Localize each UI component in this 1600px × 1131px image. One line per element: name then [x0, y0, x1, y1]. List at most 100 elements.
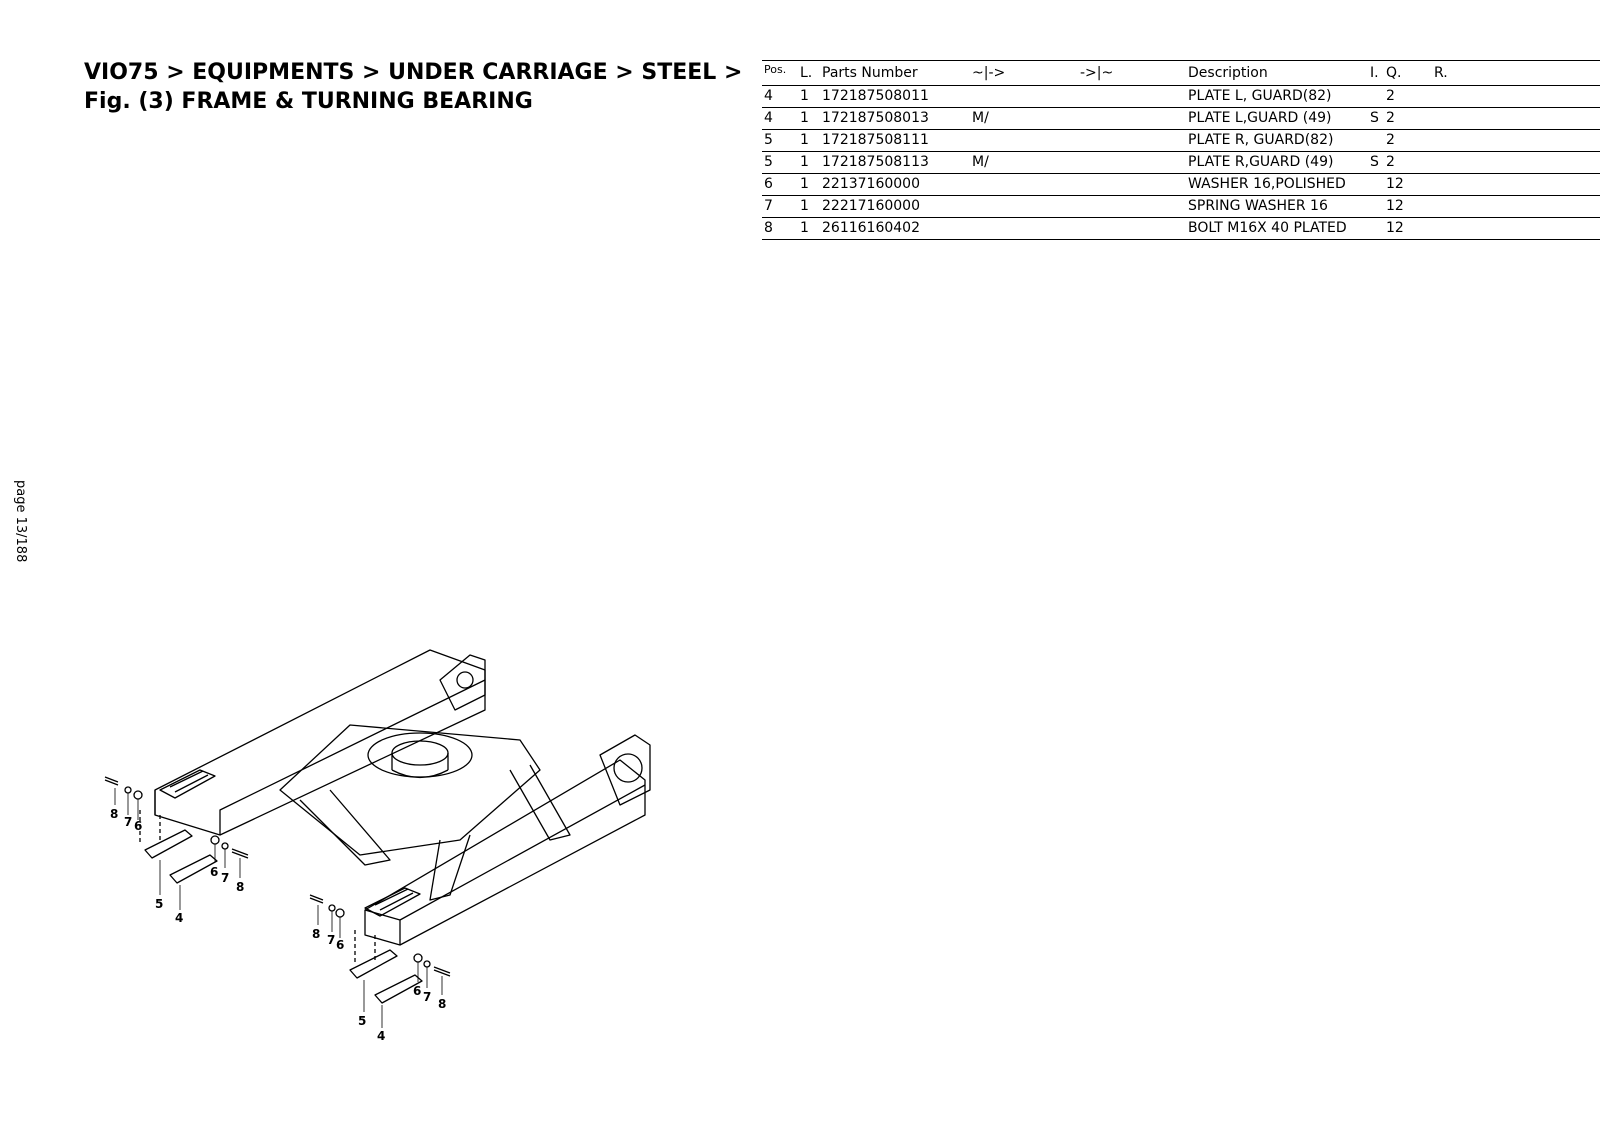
breadcrumb: VIO75 > EQUIPMENTS > UNDER CARRIAGE > ST…	[84, 60, 743, 85]
cell-q: 12	[1384, 173, 1432, 196]
cell-from	[970, 217, 1078, 240]
cell-part-number: 172187508013	[820, 107, 970, 130]
cell-r	[1432, 151, 1600, 174]
col-to: ->|~	[1078, 60, 1186, 86]
cell-pos: 6	[762, 173, 798, 196]
cell-description: BOLT M16X 40 PLATED	[1186, 217, 1368, 240]
callout-6-right-top: 6	[336, 938, 344, 952]
callout-8-right-bottom: 8	[438, 997, 446, 1011]
cell-q: 12	[1384, 217, 1432, 240]
col-pos: Pos.	[762, 60, 798, 86]
callout-8-left-top: 8	[110, 807, 118, 821]
center-body	[279, 724, 541, 856]
cell-description: PLATE R,GUARD (49)	[1186, 151, 1368, 174]
bolt-washer-set-left-top	[104, 776, 143, 800]
guard-plate-5-right	[349, 949, 398, 979]
cell-from	[970, 85, 1078, 108]
cell-description: PLATE L,GUARD (49)	[1186, 107, 1368, 130]
cell-i	[1368, 129, 1384, 152]
col-from: ~|->	[970, 60, 1078, 86]
cell-part-number: 172187508111	[820, 129, 970, 152]
cell-l: 1	[798, 107, 820, 130]
cell-i	[1368, 217, 1384, 240]
cell-description: PLATE R, GUARD(82)	[1186, 129, 1368, 152]
col-part-number: Parts Number	[820, 60, 970, 86]
page-number: page 13/188	[13, 480, 28, 563]
cell-description: WASHER 16,POLISHED	[1186, 173, 1368, 196]
col-q: Q.	[1384, 60, 1432, 86]
cell-description: SPRING WASHER 16	[1186, 195, 1368, 218]
callout-6-right-bottom: 6	[413, 984, 421, 998]
cell-part-number: 22217160000	[820, 195, 970, 218]
cell-i	[1368, 195, 1384, 218]
callout-6-left-bottom: 6	[210, 865, 218, 879]
cell-q: 2	[1384, 107, 1432, 130]
cell-l: 1	[798, 129, 820, 152]
cell-r	[1432, 173, 1600, 196]
cell-to	[1078, 85, 1186, 108]
cell-r	[1432, 195, 1600, 218]
cell-q: 12	[1384, 195, 1432, 218]
cell-pos: 5	[762, 151, 798, 174]
turning-bearing-outer	[367, 732, 473, 778]
turning-bearing-inner	[391, 740, 449, 766]
cell-pos: 7	[762, 195, 798, 218]
bolt-washer-set-right-top	[309, 894, 345, 918]
cell-part-number: 172187508011	[820, 85, 970, 108]
figure-title: Fig. (3) FRAME & TURNING BEARING	[84, 89, 533, 114]
cell-part-number: 172187508113	[820, 151, 970, 174]
guard-plate-5-left	[144, 829, 193, 859]
callout-7-right-top: 7	[327, 933, 335, 947]
frame-right-arm	[364, 759, 646, 946]
cell-from	[970, 173, 1078, 196]
parts-table: Pos. L. Parts Number ~|-> ->|~ Descripti…	[762, 60, 1600, 240]
callout-4-right: 4	[377, 1029, 385, 1043]
cell-l: 1	[798, 173, 820, 196]
cell-pos: 8	[762, 217, 798, 240]
cell-from	[970, 129, 1078, 152]
frame-diagram-svg: 8 7 6 6 7 8 5 4 8 7 6 6 7 8 5 4	[104, 649, 651, 1043]
bolt-washer-set-left-bottom	[210, 835, 249, 859]
cell-r	[1432, 129, 1600, 152]
cell-part-number: 22137160000	[820, 173, 970, 196]
cell-pos: 4	[762, 85, 798, 108]
callout-5-right: 5	[358, 1014, 366, 1028]
callout-8-right-top: 8	[312, 927, 320, 941]
cell-q: 2	[1384, 129, 1432, 152]
cell-i: S	[1368, 107, 1384, 130]
cell-r	[1432, 85, 1600, 108]
callout-8-left-bottom: 8	[236, 880, 244, 894]
cell-to	[1078, 151, 1186, 174]
cell-from: M/	[970, 151, 1078, 174]
cell-from	[970, 195, 1078, 218]
col-i: I.	[1368, 60, 1384, 86]
cell-i: S	[1368, 151, 1384, 174]
cell-to	[1078, 195, 1186, 218]
col-description: Description	[1186, 60, 1368, 86]
bolt-washer-set-right-bottom	[413, 953, 451, 977]
cell-l: 1	[798, 85, 820, 108]
cell-pos: 4	[762, 107, 798, 130]
cell-pos: 5	[762, 129, 798, 152]
callout-6-left-top: 6	[134, 819, 142, 833]
cell-q: 2	[1384, 85, 1432, 108]
cell-to	[1078, 129, 1186, 152]
callout-7-right-bottom: 7	[423, 990, 431, 1004]
cell-from: M/	[970, 107, 1078, 130]
cell-r	[1432, 217, 1600, 240]
cell-to	[1078, 217, 1186, 240]
cell-description: PLATE L, GUARD(82)	[1186, 85, 1368, 108]
exploded-view-drawing: 8 7 6 6 7 8 5 4 8 7 6 6 7 8 5 4	[100, 640, 680, 1060]
callout-4-left: 4	[175, 911, 183, 925]
cell-i	[1368, 85, 1384, 108]
table-header: Pos. L. Parts Number ~|-> ->|~ Descripti…	[762, 60, 1600, 86]
cell-l: 1	[798, 217, 820, 240]
cell-i	[1368, 173, 1384, 196]
callout-7-left-bottom: 7	[221, 871, 229, 885]
guard-plate-4-left	[169, 854, 218, 884]
